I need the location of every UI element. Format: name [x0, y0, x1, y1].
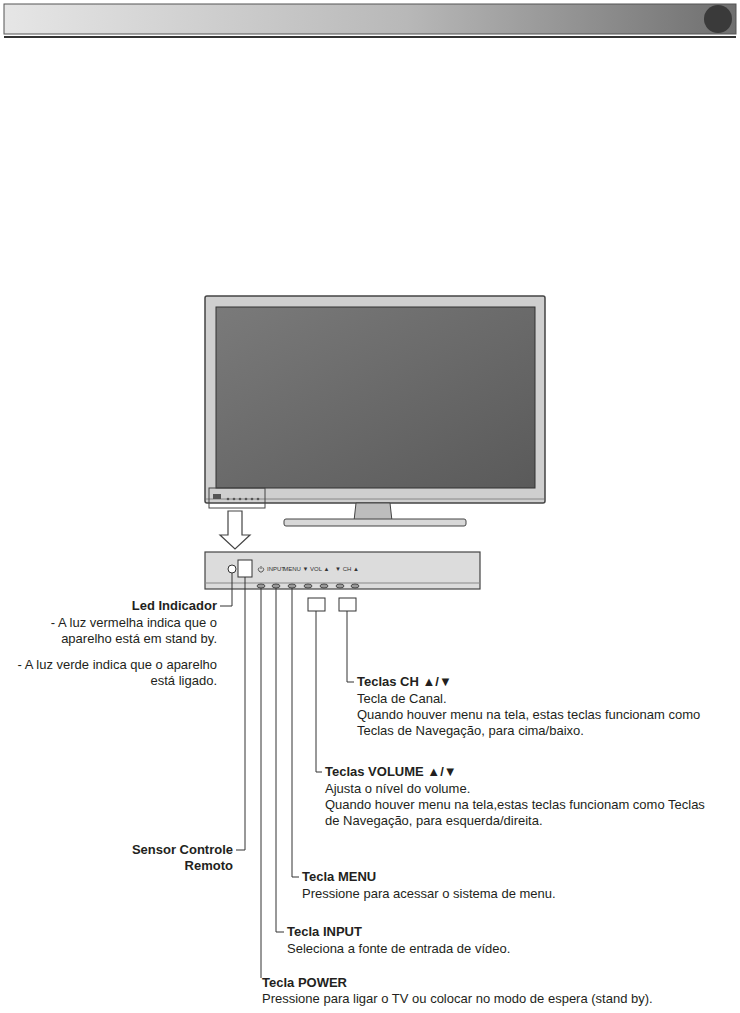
callout-note: Ajusta o nível do volume. — [325, 781, 470, 797]
callout-title: Tecla POWER — [262, 975, 347, 991]
callout-note: Quando houver menu na tela,estas teclas … — [325, 797, 705, 829]
panel-text: INPUT — [267, 566, 285, 573]
callout-title: Teclas VOLUME ▲/▼ — [325, 764, 457, 780]
callout-note: - A luz vermelha indica que o aparelho e… — [17, 615, 217, 647]
panel-text: ▼ VOL ▲ — [303, 566, 330, 573]
callout-note: Seleciona a fonte de entrada de vídeo. — [287, 941, 510, 957]
callout-title: Teclas CH ▲/▼ — [357, 674, 452, 690]
callout-title: Sensor Controle Remoto — [113, 842, 233, 874]
panel-text: ▼ CH ▲ — [335, 566, 359, 573]
callout-note: Pressione para ligar o TV ou colocar no … — [262, 991, 732, 1007]
callout-note: - A luz verde indica que o aparelho está… — [17, 657, 217, 689]
callout-note: Pressione para acessar o sistema de menu… — [302, 886, 556, 902]
callout-title: Led Indicador — [17, 598, 217, 614]
callout-title: Tecla MENU — [302, 869, 376, 885]
callout-note: Tecla de Canal. — [357, 691, 447, 707]
panel-text: MENU — [283, 566, 301, 573]
callout-note: Quando houver menu na tela, estas teclas… — [357, 707, 707, 739]
callout-title: Tecla INPUT — [287, 924, 362, 940]
